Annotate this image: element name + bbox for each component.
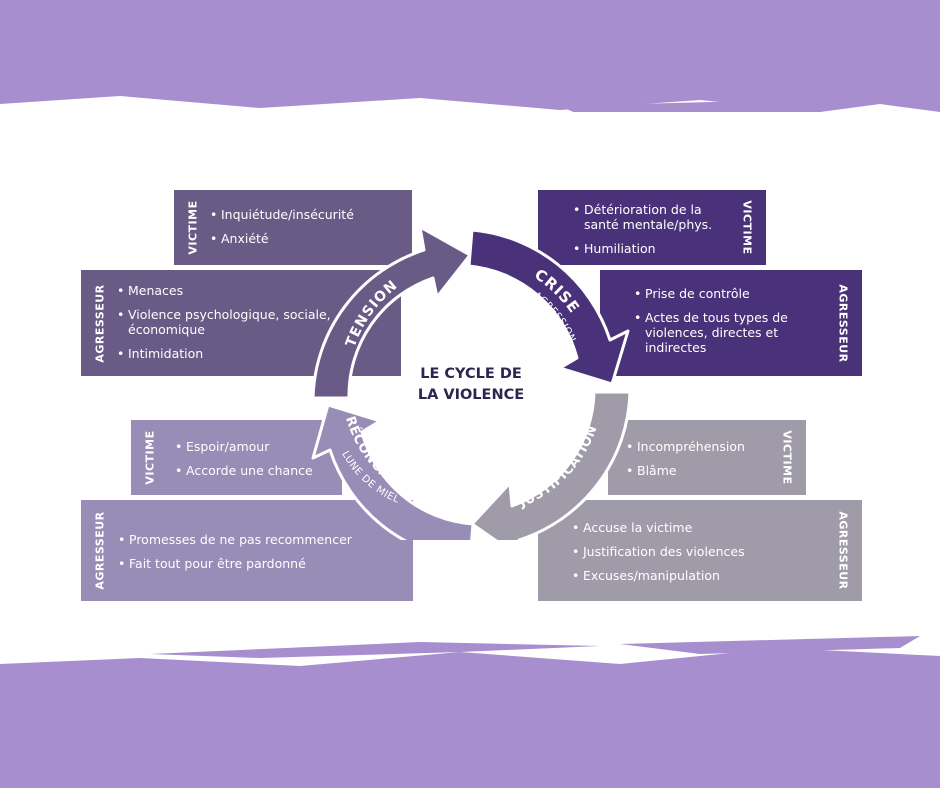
reconciliation-aggressor-list: Promesses de ne pas recommencer Fait tou…: [118, 532, 352, 580]
list-item: Accuse la victime: [572, 520, 745, 535]
justification-arrow: [470, 390, 632, 540]
top-band-shape: [0, 0, 940, 112]
justification-aggressor-box: Accuse la victime Justification des viol…: [538, 500, 862, 601]
list-item: Promesses de ne pas recommencer: [118, 532, 352, 547]
list-item: Anxiété: [210, 231, 354, 246]
list-item: Violence psychologique, sociale, économi…: [117, 307, 347, 337]
tension-aggressor-role: AGRESSEUR: [93, 283, 107, 363]
justification-aggressor-role: AGRESSEUR: [836, 511, 850, 590]
list-item: Actes de tous types de violences, direct…: [634, 310, 826, 355]
justification-victim-box: Incompréhension Blâme VICTIME: [608, 420, 806, 495]
reconciliation-victim-list: Espoir/amour Accorde une chance: [175, 439, 313, 487]
cycle-title-line-1: LE CYCLE DE: [420, 366, 522, 382]
list-item: Inquiétude/insécurité: [210, 207, 354, 222]
justification-aggressor-list: Accuse la victime Justification des viol…: [572, 520, 745, 592]
list-item: Intimidation: [117, 346, 347, 361]
list-item: Détérioration de la santé mentale/phys.: [573, 202, 735, 232]
justification-victim-list: Incompréhension Blâme: [626, 439, 745, 487]
crise-victim-role: VICTIME: [740, 200, 754, 255]
reconciliation-victim-box: VICTIME Espoir/amour Accorde une chance: [131, 420, 342, 495]
bottom-brush-stroke-1: [150, 642, 600, 658]
crise-arrow: [467, 228, 630, 386]
crise-aggressor-role: AGRESSEUR: [836, 283, 850, 363]
crise-aggressor-box: Prise de contrôle Actes de tous types de…: [600, 270, 862, 376]
crise-victim-list: Détérioration de la santé mentale/phys. …: [573, 202, 735, 265]
list-item: Incompréhension: [626, 439, 745, 454]
list-item: Prise de contrôle: [634, 286, 826, 301]
list-item: Menaces: [117, 283, 347, 298]
crise-aggressor-list: Prise de contrôle Actes de tous types de…: [634, 286, 826, 364]
justification-victim-role: VICTIME: [780, 430, 794, 485]
reconciliation-victim-role: VICTIME: [143, 430, 157, 485]
list-item: Excuses/manipulation: [572, 568, 745, 583]
tension-victim-role: VICTIME: [186, 200, 200, 255]
cycle-title: LE CYCLE DE LA VIOLENCE: [398, 364, 544, 406]
tension-victim-box: VICTIME Inquiétude/insécurité Anxiété: [174, 190, 412, 265]
reconciliation-arrow: [311, 403, 475, 540]
list-item: Accorde une chance: [175, 463, 313, 478]
bottom-brush-band: [0, 636, 940, 788]
reconciliation-aggressor-role: AGRESSEUR: [93, 511, 107, 590]
top-brush-stroke-2: [560, 98, 860, 112]
tension-aggressor-list: Menaces Violence psychologique, sociale,…: [117, 283, 347, 370]
cycle-diagram: TENSION CRISE AGRESSION JUSTIFICATION RÉ…: [311, 225, 632, 540]
list-item: Fait tout pour être pardonné: [118, 556, 352, 571]
tension-arrow: [311, 225, 472, 400]
list-item: Blâme: [626, 463, 745, 478]
list-item: Espoir/amour: [175, 439, 313, 454]
reconciliation-aggressor-box: AGRESSEUR Promesses de ne pas recommence…: [81, 500, 413, 601]
bottom-brush-stroke-2: [620, 636, 920, 654]
top-brush-band: [0, 0, 940, 112]
cycle-title-line-2: LA VIOLENCE: [417, 387, 525, 403]
tension-victim-list: Inquiétude/insécurité Anxiété: [210, 207, 354, 255]
list-item: Justification des violences: [572, 544, 745, 559]
crise-victim-box: Détérioration de la santé mentale/phys. …: [538, 190, 766, 265]
bottom-band-shape: [0, 648, 940, 788]
list-item: Humiliation: [573, 241, 735, 256]
